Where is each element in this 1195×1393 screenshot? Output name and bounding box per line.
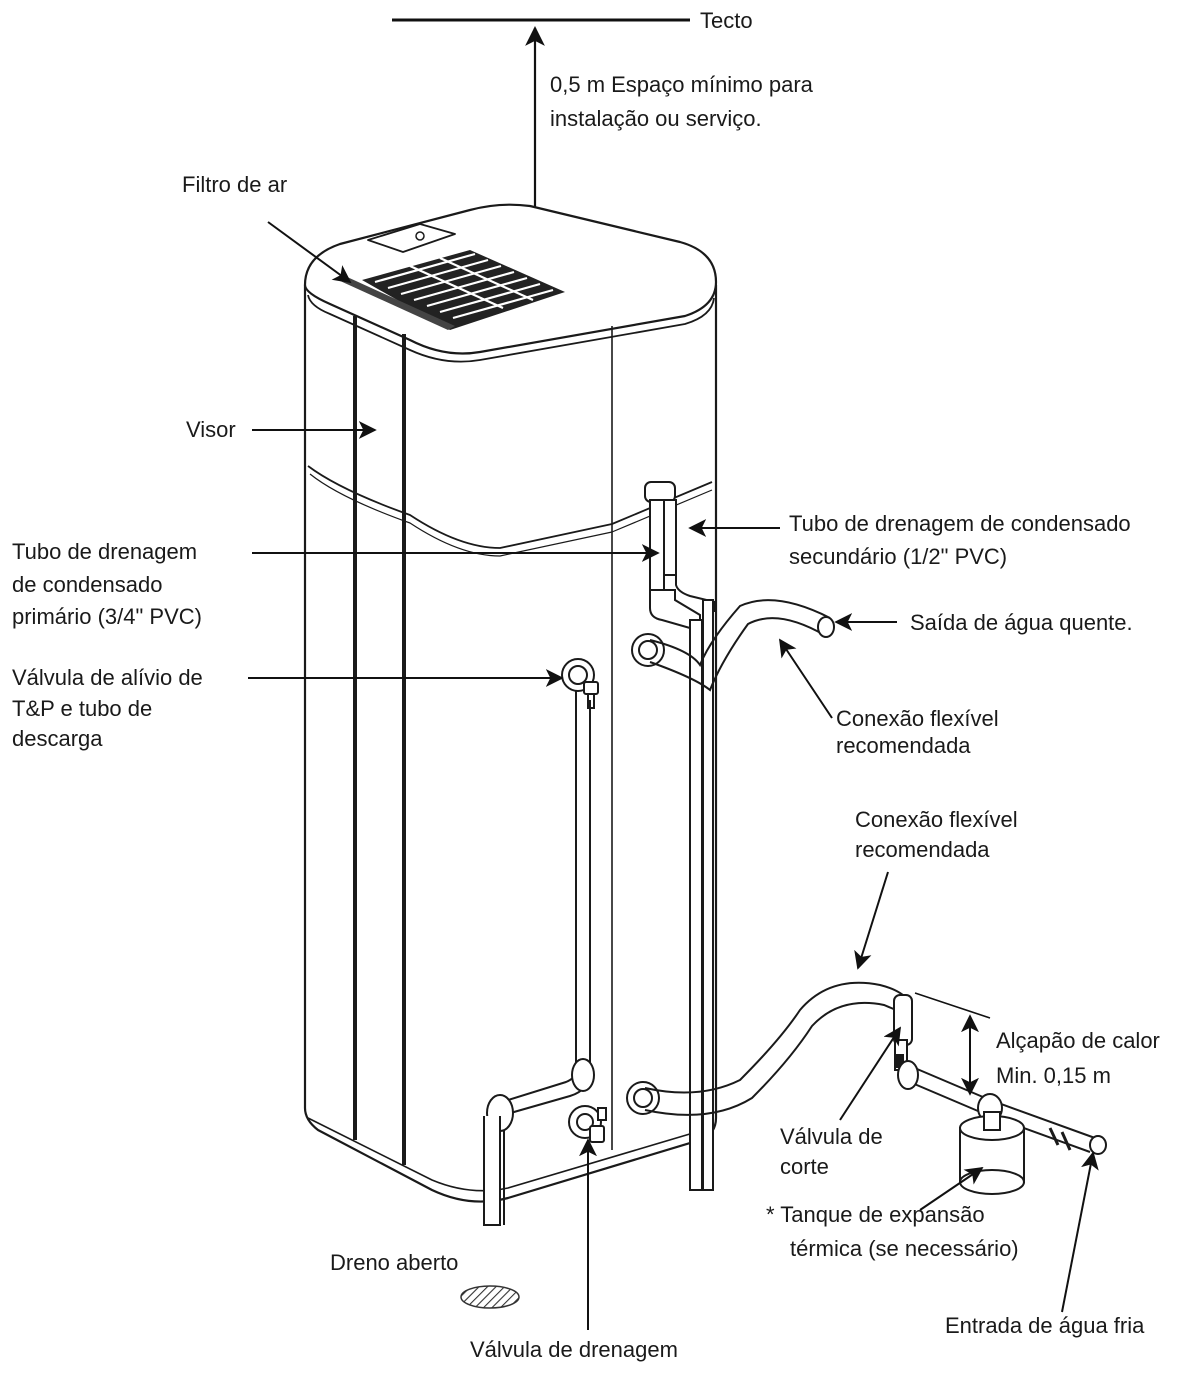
expansion-tank-label-line2: térmica (se necessário) — [790, 1236, 1019, 1261]
secondary-drain-label-line1: Tubo de drenagem de condensado — [789, 511, 1131, 536]
primary-drain-label-line1: Tubo de drenagem — [12, 539, 198, 564]
tp-valve-label-line3: descarga — [12, 726, 103, 751]
water-heater-unit — [303, 203, 718, 1203]
flex-lower-leader — [854, 871, 889, 970]
flex-upper-label-line2: recomendada — [836, 733, 971, 758]
drain-valve — [568, 1105, 607, 1143]
leader-arrows — [248, 221, 1099, 1330]
flex-lower-label-line2: recomendada — [855, 837, 990, 862]
drain-valve-label: Válvula de drenagem — [470, 1337, 678, 1362]
shutoff-valve-label-line1: Válvula de — [780, 1124, 883, 1149]
air-filter-grille — [338, 250, 565, 330]
heater-body — [303, 283, 718, 1203]
secondary-drain-label-line2: secundário (1/2" PVC) — [789, 544, 1008, 569]
open-drain-label: Dreno aberto — [330, 1250, 459, 1275]
open-drain-hatch — [460, 1285, 520, 1309]
heat-trap-dim-top — [914, 992, 991, 1019]
cold-water-leader — [1061, 1151, 1099, 1313]
primary-drain-label-line2: de condensado — [12, 572, 163, 597]
expansion-tank-leader — [919, 1166, 984, 1211]
heat-trap-label-line1: Alçapão de calor — [996, 1028, 1160, 1053]
expansion-tank — [959, 1111, 1025, 1195]
air-filter-leader — [267, 221, 352, 284]
tp-valve-label-line2: T&P e tubo de — [12, 696, 153, 721]
expansion-tank-label-line1: * Tanque de expansão — [766, 1202, 985, 1227]
primary-drain-label-line3: primário (3/4" PVC) — [12, 604, 202, 629]
tp-valve-label-line1: Válvula de alívio de — [12, 665, 203, 690]
ceiling-label: Tecto — [700, 8, 753, 33]
flex-upper-leader — [779, 638, 833, 719]
clearance-label-line2: instalação ou serviço. — [550, 106, 762, 131]
heat-trap-label-line2: Min. 0,15 m — [996, 1063, 1111, 1088]
cold-water-flex-connection — [626, 981, 1107, 1155]
flex-lower-label-line1: Conexão flexível — [855, 807, 1018, 832]
hot-water-flex-connection — [631, 599, 835, 692]
viewer-label: Visor — [186, 417, 236, 442]
shutoff-valve-label-line2: corte — [780, 1154, 829, 1179]
clearance-label-line1: 0,5 m Espaço mínimo para — [550, 72, 813, 97]
air-filter-label: Filtro de ar — [182, 172, 288, 197]
condensate-drain-pipes — [644, 481, 716, 1191]
hot-water-outlet-label: Saída de água quente. — [910, 610, 1133, 635]
shutoff-valve-leader — [839, 1026, 901, 1121]
tp-valve-assembly — [483, 658, 599, 1226]
cold-water-inlet-label: Entrada de água fria — [945, 1313, 1145, 1338]
flex-upper-label-line1: Conexão flexível — [836, 706, 999, 731]
